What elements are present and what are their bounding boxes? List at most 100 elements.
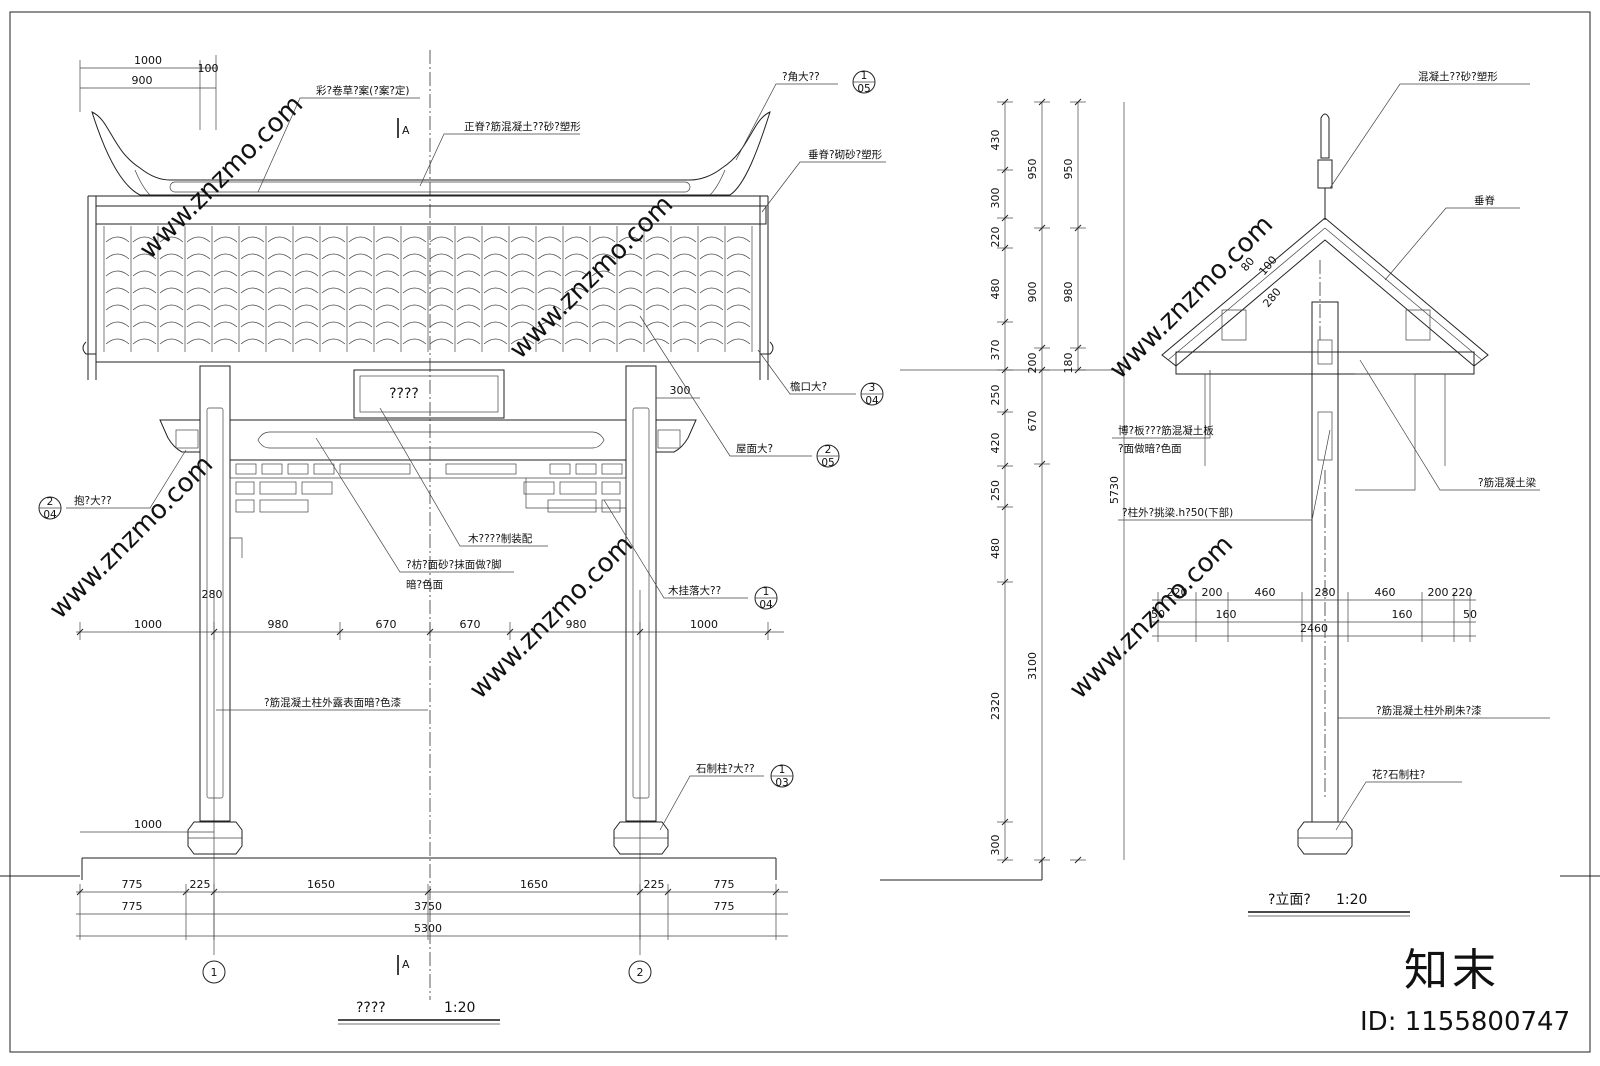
dim-3750: 3750 (414, 900, 442, 913)
dim-height_dims_col1-6: 420 (989, 433, 1002, 454)
side-roof (1161, 217, 1489, 367)
right-column (613, 365, 669, 855)
note-board-2: ?面做暗?色面 (1118, 442, 1182, 455)
dim-side-top-4: 460 (1375, 586, 1396, 599)
note-lattice-detail: 木挂落大?? (668, 584, 721, 597)
section-mark-top: A (402, 124, 410, 137)
dim-height_dims_col3-3: 5730 (1108, 476, 1121, 504)
dim-height_dims_col2-4: 3100 (1026, 652, 1039, 680)
dim-side-top-5: 200 (1428, 586, 1449, 599)
note-vertical-ridge: 垂脊?砌砂?塑形 (808, 148, 883, 161)
side-roof-eave (1175, 351, 1475, 375)
left-column (187, 365, 243, 855)
note-cantilever: ?柱外?挑梁.h?50(下部) (1122, 506, 1233, 519)
dim-bottom-3: 1650 (520, 878, 548, 891)
dim-side-mid-3: 50 (1463, 608, 1477, 621)
dim-base-1000: 1000 (134, 818, 162, 831)
dim-mid-0: 1000 (134, 618, 162, 631)
note-side-finial: 混凝土??砂?塑形 (1418, 70, 1498, 83)
dim-height_dims_col3-2: 180 (1062, 353, 1075, 374)
watermark-text-5: www.znzmo.com (1064, 530, 1239, 705)
watermark-text-4: www.znzmo.com (464, 530, 639, 705)
dim-bottom-1: 225 (190, 878, 211, 891)
dim-side-top-1: 200 (1202, 586, 1223, 599)
dim-775-left: 775 (122, 900, 143, 913)
axis-label-1: 1 (211, 966, 218, 979)
dim-mid-2: 670 (376, 618, 397, 631)
main-beam (229, 419, 627, 461)
dim-roof-100: 100 (1256, 253, 1279, 277)
note-wood-assembly: 木????制装配 (468, 532, 533, 545)
ref-corner-bottom: 05 (857, 83, 870, 95)
dim-col-300: 300 (670, 384, 691, 397)
dim-mid-1: 980 (268, 618, 289, 631)
dim-side-total-2460: 2460 (1300, 622, 1328, 635)
roof-tiles (103, 226, 753, 352)
ridge-finial (1320, 113, 1330, 159)
ref-eave-bottom: 04 (865, 395, 879, 407)
dim-height_dims_col1-3: 480 (989, 279, 1002, 300)
ref-lattice-bottom: 04 (759, 599, 773, 611)
dim-side-top-2: 460 (1255, 586, 1276, 599)
dim-height_dims_col1-8: 480 (989, 538, 1002, 559)
note-bracket: 抱?大?? (74, 494, 112, 507)
dim-mid-4: 980 (566, 618, 587, 631)
axis-label-2: 2 (637, 966, 644, 979)
ref-bracket-top: 2 (47, 496, 54, 508)
bottom-dimension-chains: 775 225 1650 1650 225 775 (76, 878, 788, 940)
dim-roof-280: 280 (1260, 285, 1283, 309)
dim-height_dims_col1-10: 300 (989, 835, 1002, 856)
height-dim-chain-3: 950 980 180 5730 (1062, 98, 1121, 864)
right-bracket (655, 419, 697, 453)
dim-mid-3: 670 (460, 618, 481, 631)
watermark-text-1: www.znzmo.com (134, 90, 309, 265)
ref-roof-top: 2 (825, 444, 832, 456)
watermark-text-6: www.znzmo.com (1104, 210, 1279, 385)
note-board: 博?板???筋混凝土板 (1118, 424, 1214, 437)
dim-height_dims_col2-2: 200 (1026, 353, 1039, 374)
side-column-stone-base (1297, 821, 1353, 855)
dim-height_dims_col1-1: 300 (989, 188, 1002, 209)
axis-bubble-1 (202, 960, 226, 984)
dim-height_dims_col1-7: 250 (989, 480, 1002, 501)
dim-side-top-3: 280 (1315, 586, 1336, 599)
dim-height_dims_col2-1: 900 (1026, 282, 1039, 303)
dim-height_dims_col3-0: 950 (1062, 159, 1075, 180)
dim-height_dims_col1-4: 370 (989, 340, 1002, 361)
note-eave-detail: 檐口大? (790, 380, 827, 393)
dim-side-mid-1: 160 (1216, 608, 1237, 621)
ref-corner-top: 1 (861, 70, 868, 82)
note-stone-base: 石制柱?大?? (696, 762, 755, 775)
dim-height_dims_col2-0: 950 (1026, 159, 1039, 180)
ridge-decoration-panel (169, 181, 691, 193)
dim-height_dims_col1-0: 430 (989, 130, 1002, 151)
dim-height_dims_col3-1: 980 (1062, 282, 1075, 303)
watermark-text-3: www.znzmo.com (44, 450, 219, 625)
dim-side-top-0: 220 (1167, 586, 1188, 599)
dim-side-mid-0: 50 (1151, 608, 1165, 621)
ref-roof-bottom: 05 (821, 457, 834, 469)
note-side-ridge: 垂脊 (1474, 194, 1496, 207)
dim-height_dims_col1-9: 2320 (989, 692, 1002, 720)
note-side-beam: ?筋混凝土梁 (1478, 476, 1537, 489)
dim-bottom-0: 775 (122, 878, 143, 891)
front-elevation: ???? 1000 900 100 A A 280 300 (38, 50, 886, 1025)
plaque-text: ???? (389, 386, 419, 402)
dim-height_dims_col1-5: 250 (989, 385, 1002, 406)
front-elevation-scale: 1:20 (444, 1000, 475, 1016)
sheet-border (9, 11, 1591, 1053)
dim-bottom-2: 1650 (307, 878, 335, 891)
dim-height_dims_col1-2: 220 (989, 227, 1002, 248)
beam-decorative-panel (257, 431, 605, 449)
note-roof-detail: 屋面大? (736, 442, 773, 455)
ref-eave-top: 3 (869, 382, 876, 394)
dim-col-280: 280 (202, 588, 223, 601)
top-dimensions: 1000 900 100 (79, 54, 219, 130)
note-side-stone: 花?石制柱? (1372, 768, 1425, 781)
dim-bottom-4: 225 (644, 878, 665, 891)
wood-lattice-hanging (229, 459, 627, 558)
